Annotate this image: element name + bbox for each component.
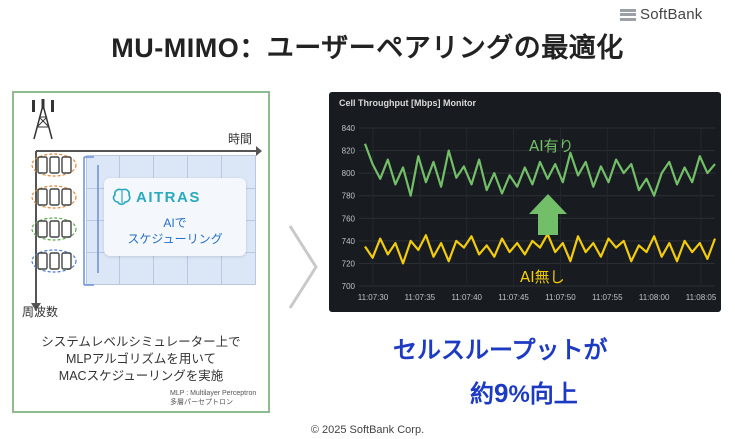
scheduling-panel: 時間 [12,91,270,413]
user-group-1 [31,153,77,177]
copyright: © 2025 SoftBank Corp. [310,424,425,436]
series-line-ai-off [364,233,717,265]
result-line2: 約9%向上 [470,374,578,409]
softbank-mark-icon [620,8,636,21]
chevron-right-icon [288,225,318,309]
ai-scheduling-line2: スケジューリング [127,232,223,246]
footnote-line: MLP : Multilayer Perceptron [170,390,257,397]
x-tick-label: 11:07:50 [545,293,576,302]
y-tick-label: 820 [342,147,356,156]
ai-scheduling-line1: AIで [163,216,187,230]
result-percentage: 9 [494,378,509,408]
time-axis-label: 時間 [228,132,253,146]
x-tick-label: 11:07:40 [451,293,482,302]
description-line: MACスケジューリングを実施 [58,369,224,383]
user-group-2 [31,185,77,209]
y-tick-label: 700 [342,282,356,291]
description-line: MLPアルゴリズムを用いて [66,352,216,366]
x-tick-label: 11:08:00 [639,293,670,302]
y-tick-label: 740 [342,237,356,246]
description-line: システムレベルシミュレーター上で [41,335,241,349]
user-group-3 [31,217,77,241]
brain-icon [112,188,131,206]
page-title: MU-MIMO：ユーザーペアリングの最適化 [111,33,624,63]
x-tick-label: 11:07:30 [358,293,389,302]
series-line-ai-on [363,143,716,197]
chart-title: Cell Throughput [Mbps] Monitor [339,98,476,108]
brand-name: SoftBank [640,6,703,23]
result-suffix: %向上 [508,381,578,408]
aitras-name: AITRAS [136,188,201,206]
x-tick-label: 11:08:05 [686,293,717,302]
aitras-logo: AITRAS [112,188,201,206]
resource-grid-axes [31,146,262,311]
x-tick-label: 11:07:45 [498,293,529,302]
series-label-ai-on: AI有り [529,137,574,155]
y-tick-label: 760 [342,214,356,223]
result-line1: セルスループットが [393,337,608,364]
x-tick-label: 11:07:55 [592,293,623,302]
throughput-monitor: Cell Throughput [Mbps] Monitor 840 820 800… [329,92,721,312]
softbank-logo: SoftBank [620,6,702,23]
y-tick-label: 720 [342,259,356,268]
y-tick-label: 840 [342,124,356,133]
cell-tower-icon [32,99,54,140]
frequency-axis-label: 周波数 [22,305,59,319]
x-tick-label: 11:07:35 [405,293,436,302]
y-tick-label: 780 [342,192,356,201]
user-group-4 [31,249,77,273]
footnote-line: 多層パーセプトロン [170,399,233,406]
user-groups [31,153,99,286]
up-arrow-icon [529,194,567,235]
aitras-card: AITRAS AIで スケジューリング [104,178,246,256]
mlp-footnote: MLP : Multilayer Perceptron 多層パーセプトロン [170,389,256,407]
result-prefix: 約 [470,381,494,408]
simulation-description: システムレベルシミュレーター上で MLPアルゴリズムを用いて MACスケジューリ… [14,334,268,385]
y-tick-label: 800 [342,169,356,178]
series-label-ai-off: AI無し [520,268,565,286]
